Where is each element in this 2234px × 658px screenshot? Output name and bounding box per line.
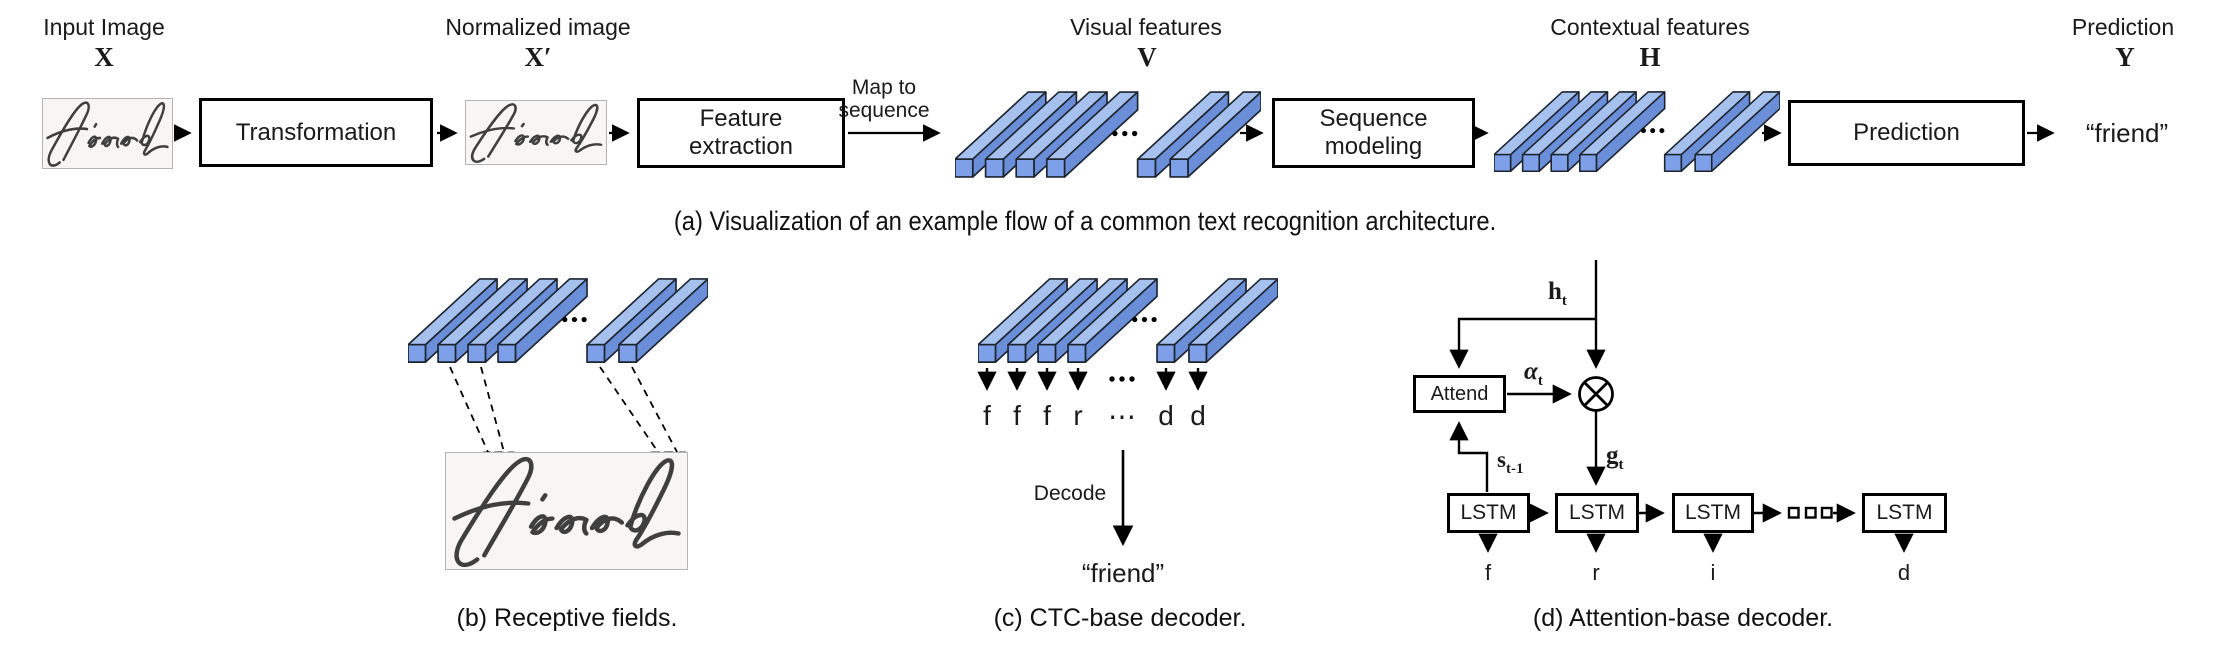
lstm-box-label: LSTM [1684, 500, 1741, 524]
ctc-feature-bars [978, 278, 1278, 363]
ctc-frame-arrows [977, 368, 1208, 391]
contextual-features-label: Contextual features [1550, 14, 1750, 40]
s-t-1-label: st-1 [1497, 447, 1524, 477]
attention-output-char: f [1484, 560, 1492, 585]
ctc-frame-label: r [1073, 400, 1083, 431]
handwriting-friend [446, 453, 687, 569]
ctc-output-text: “friend” [1081, 558, 1165, 588]
receptive-field-links [449, 366, 678, 453]
attention-output-char: d [1897, 560, 1911, 585]
multiply-icon [1578, 376, 1614, 412]
ctc-frame-label: f [1013, 400, 1021, 431]
lstm-box-1: LSTM [1447, 493, 1530, 533]
caption-a: (a) Visualization of an example flow of … [673, 206, 1497, 236]
ctc-frame-ellipsis: ⋯ [1108, 401, 1136, 432]
lstm-box-label: LSTM [1568, 500, 1625, 524]
prediction-box: Prediction [1788, 100, 2025, 166]
decode-label: Decode [1033, 482, 1107, 505]
h-t-label: ht [1548, 278, 1567, 309]
contextual-feature-bars [1494, 91, 1780, 173]
lstm-box-label: LSTM [1876, 500, 1933, 524]
prediction-var-label: Y [2115, 42, 2135, 72]
ctc-frame-label: f [983, 400, 991, 431]
ctc-frame-label: d [1190, 400, 1206, 431]
prediction-output-text: “friend” [2085, 118, 2169, 148]
lstm-box-label: LSTM [1460, 500, 1517, 524]
handwriting-friend [466, 101, 606, 164]
attention-output-char: r [1592, 560, 1600, 585]
transformation-box: Transformation [199, 98, 433, 167]
caption-b: (b) Receptive fields. [456, 604, 678, 632]
caption-c: (c) CTC-base decoder. [993, 604, 1247, 632]
prediction-label: Prediction [2071, 14, 2175, 40]
lstm-ellipsis-squares [1787, 506, 1833, 519]
g-t-label: gt [1606, 442, 1624, 473]
input-image-label: Input Image [43, 14, 165, 40]
input-var-label: X [94, 42, 114, 72]
receptive-field-image [445, 452, 688, 570]
prediction-box-label: Prediction [1853, 119, 1960, 147]
visual-features-label: Visual features [1070, 14, 1222, 40]
alpha-t-label: αt [1524, 358, 1543, 389]
lstm-box-4: LSTM [1862, 493, 1947, 533]
normalized-image [465, 100, 607, 165]
input-image [42, 98, 173, 169]
feature-extraction-box-label: Feature extraction [688, 105, 794, 160]
attend-box: Attend [1413, 375, 1506, 413]
caption-d: (d) Attention-base decoder. [1532, 604, 1834, 632]
sequence-modeling-box: Sequence modeling [1272, 98, 1475, 168]
receptive-field-bars [408, 278, 708, 363]
visual-var-label: V [1137, 42, 1157, 72]
map-to-sequence-label: Map to sequence [838, 76, 930, 123]
normalized-var-label: X′ [524, 42, 552, 72]
transformation-box-label: Transformation [235, 118, 397, 146]
sequence-modeling-box-label: Sequence modeling [1319, 105, 1428, 160]
contextual-var-label: H [1639, 42, 1661, 72]
ctc-frame-label: f [1043, 400, 1051, 431]
lstm-box-3: LSTM [1672, 493, 1754, 533]
feature-extraction-box: Feature extraction [637, 98, 845, 168]
ctc-frame-label: d [1158, 400, 1174, 431]
handwriting-friend [43, 99, 172, 168]
attention-output-char: i [1710, 560, 1716, 585]
attend-box-label: Attend [1430, 382, 1489, 405]
visual-feature-bars [955, 91, 1261, 178]
normalized-image-label: Normalized image [445, 14, 631, 40]
ctc-arrow-ellipsis [1109, 376, 1135, 382]
lstm-box-2: LSTM [1555, 493, 1639, 533]
